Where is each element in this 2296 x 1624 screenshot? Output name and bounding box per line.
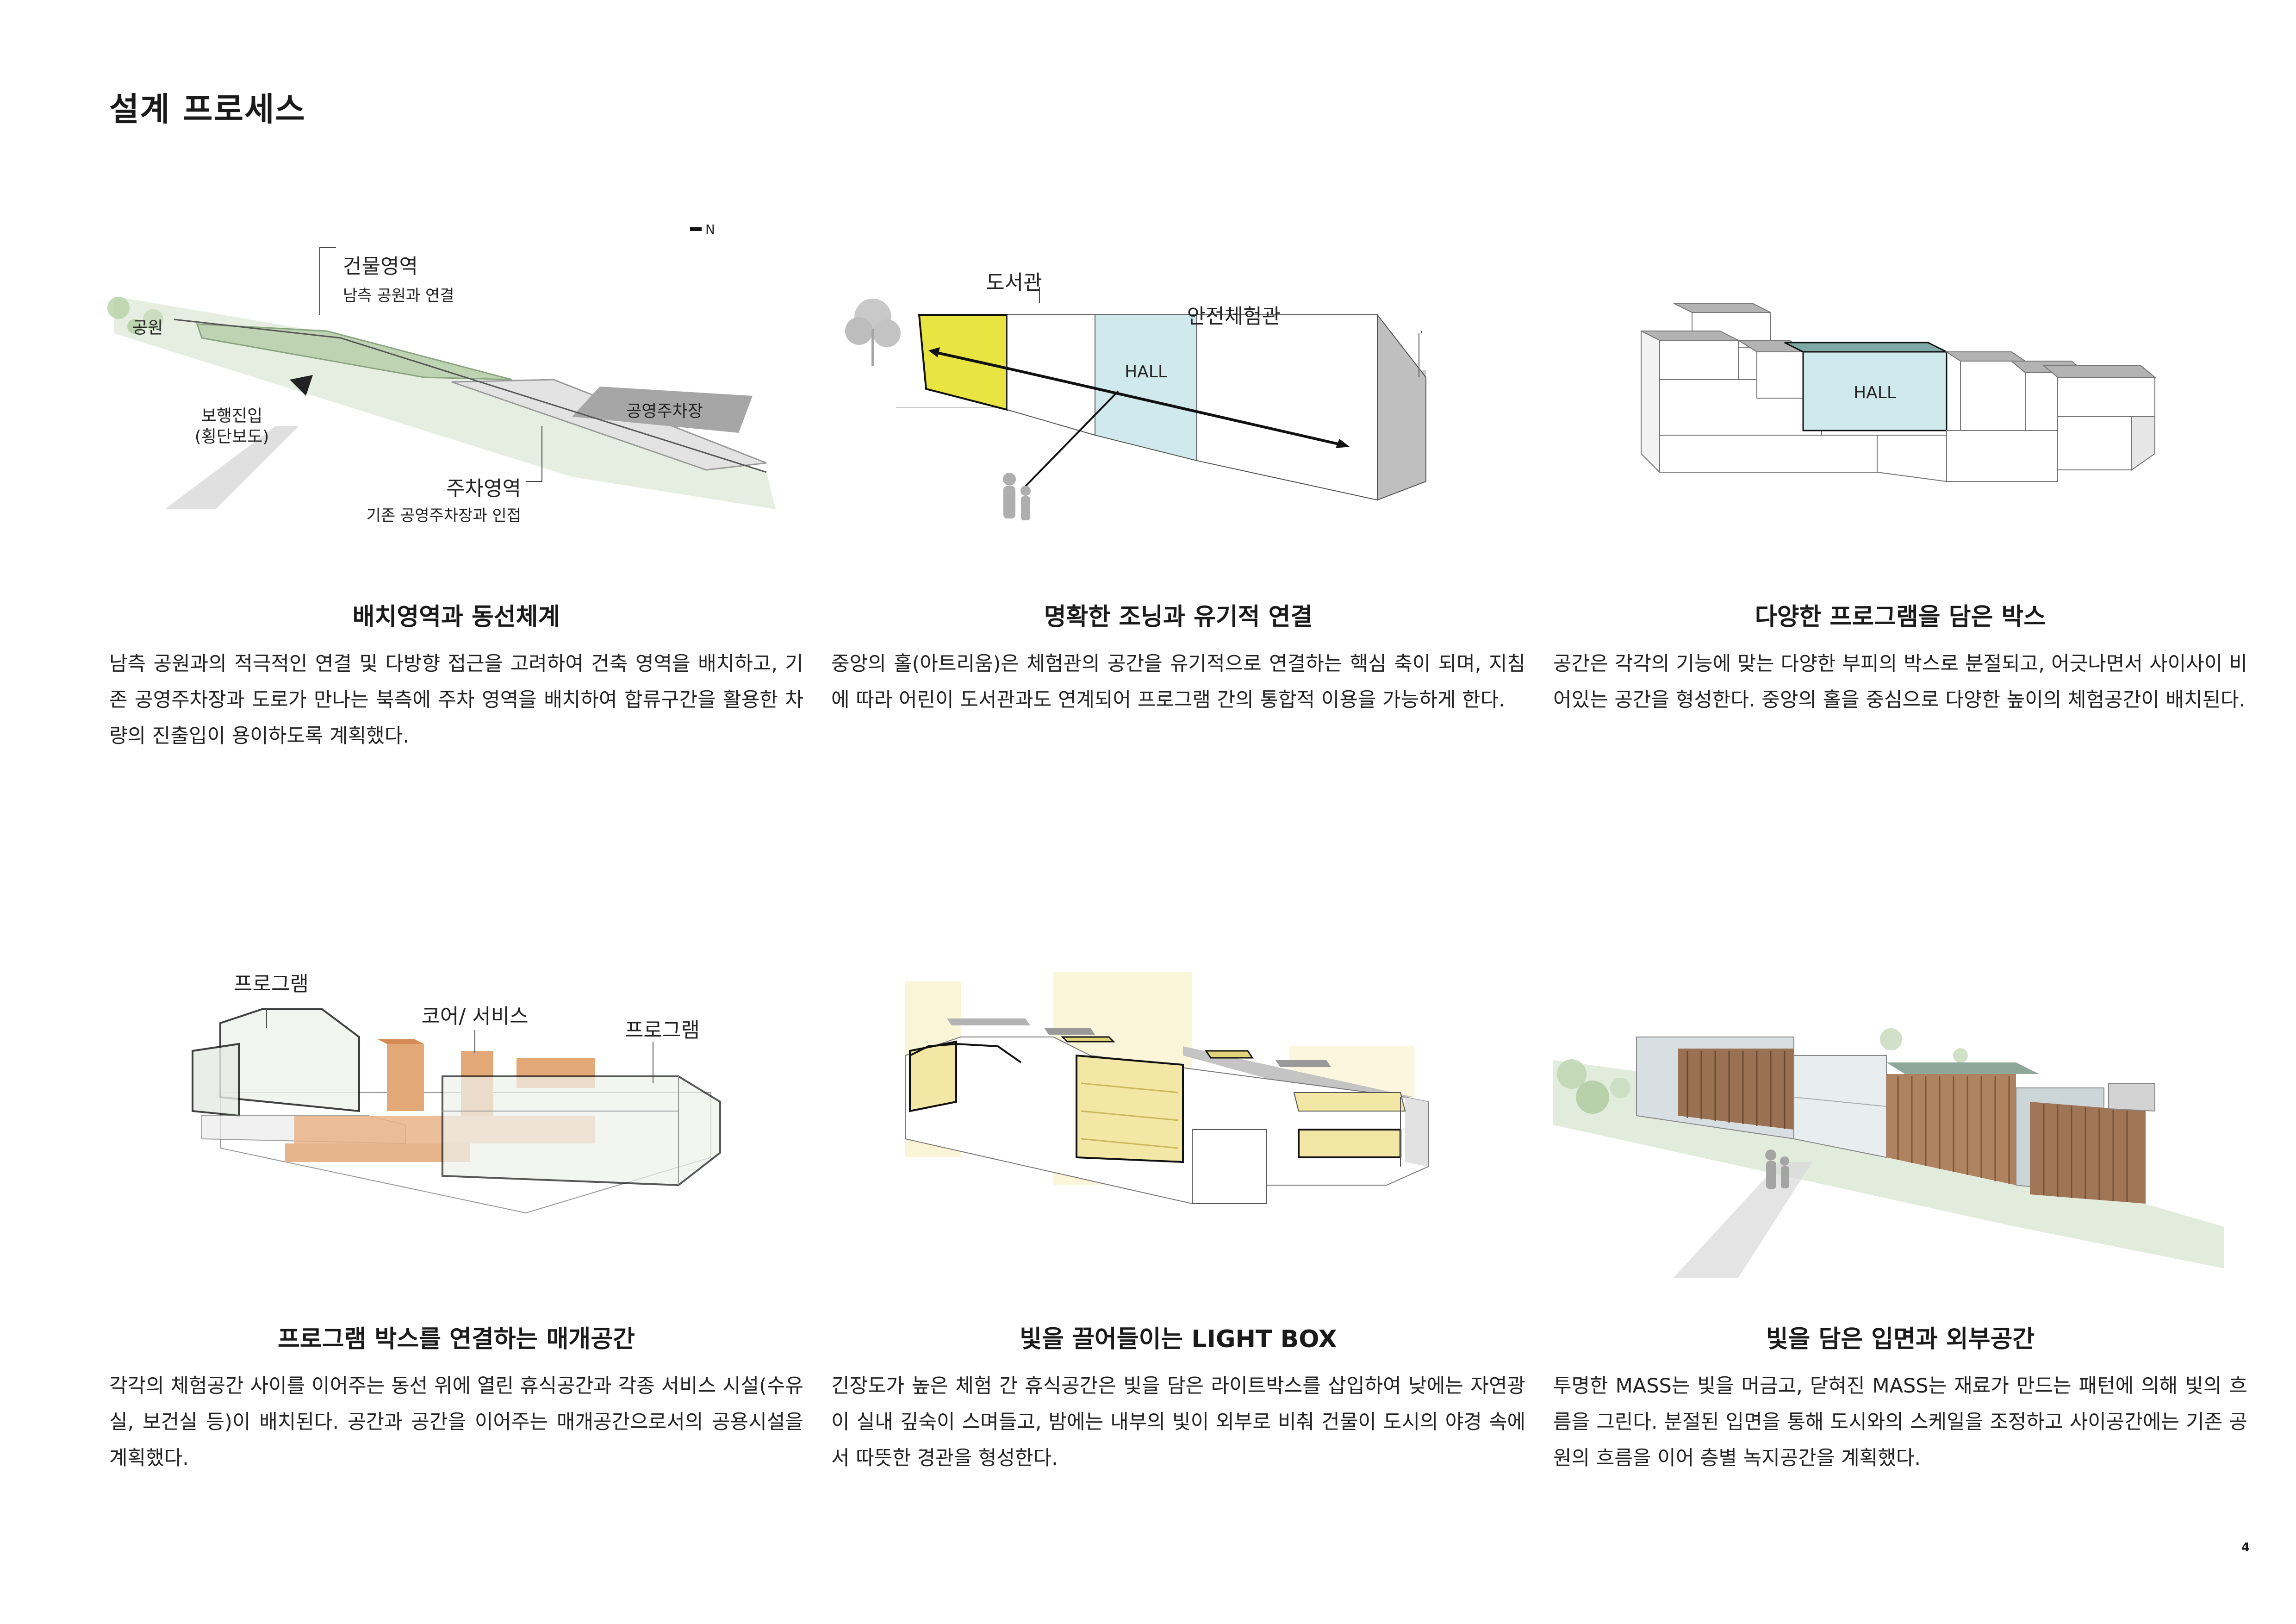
hall-volume — [1095, 314, 1197, 462]
safety-hall-label: 안전체험관 — [1187, 305, 1281, 328]
parking-area-sub-label: 기존 공영주차장과 인접 — [367, 506, 521, 525]
tree-icon — [1576, 1081, 1609, 1114]
intermediate-space-diagram: 프로그램 코어/ 서비스 프로그램 — [192, 972, 721, 1214]
panel-body: 투명한 MASS는 빛을 머금고, 닫혀진 MASS는 재료가 만드는 패턴에 … — [1553, 1374, 2247, 1470]
panel-body: 중앙의 홀(아트리움)은 체험관의 공간을 유기적으로 연결하는 핵심 축이 되… — [831, 652, 1525, 712]
site-zoning-diagram: N 건물영역 남측 공원과 연결 공원 보행진입 (횡단보도) 공영주차장 주차… — [107, 222, 776, 525]
light-box — [1205, 1050, 1254, 1059]
tree-icon — [143, 309, 163, 330]
facade-perspective — [1553, 1028, 2224, 1278]
core-volume — [387, 1044, 424, 1111]
panel-body: 각각의 체험공간 사이를 이어주는 동선 위에 열린 휴식공간과 각종 서비스 … — [109, 1374, 804, 1470]
building-area-label: 건물영역 — [343, 255, 418, 278]
crosswalk-label: (횡단보도) — [195, 427, 269, 446]
glass-facade — [1793, 1055, 1887, 1158]
arrow-left-icon — [928, 347, 940, 357]
tree-icon — [1557, 1059, 1587, 1089]
tree-icon — [1880, 1028, 1902, 1050]
panel-heading: 다양한 프로그램을 담은 박스 — [1755, 603, 2046, 631]
arrow-up-icon — [290, 375, 313, 396]
tree-icon — [1610, 1078, 1630, 1098]
panel-heading: 빛을 담은 입면과 외부공간 — [1766, 1325, 2035, 1353]
pedestrian-entry-label: 보행진입 — [201, 406, 262, 425]
tree-icon — [107, 297, 130, 319]
park-label: 공원 — [132, 319, 163, 337]
people-icon — [1003, 473, 1031, 520]
zoning-connection-diagram: 도서관 안전체험관 HALL — [845, 271, 1426, 520]
tree-icon — [127, 319, 142, 334]
light-box — [1076, 1054, 1184, 1163]
panel-heading: 빛을 끌어들이는 LIGHT BOX — [1020, 1325, 1337, 1353]
program-volume-left — [219, 1008, 360, 1112]
panel-heading: 배치영역과 동선체계 — [352, 603, 560, 631]
library-label: 도서관 — [986, 271, 1042, 294]
program-boxes-diagram: HALL — [1641, 303, 2156, 482]
panel-body: 긴장도가 높은 체험 간 휴식공간은 빛을 담은 라이트박스를 삽입하여 낮에는… — [831, 1374, 1525, 1470]
parking-area-label: 주차영역 — [446, 477, 521, 500]
public-parking-label: 공영주차장 — [626, 402, 703, 421]
program-label-left: 프로그램 — [234, 972, 309, 996]
panel-heading: 프로그램 박스를 연결하는 매개공간 — [278, 1325, 635, 1353]
library-volume — [918, 314, 1008, 411]
panel-heading: 명확한 조닝과 유기적 연결 — [1044, 603, 1313, 631]
wood-facade — [1886, 1074, 2016, 1185]
page-number: 4 — [2241, 1541, 2250, 1555]
page-title: 설계 프로세스 — [109, 90, 306, 128]
public-parking-shape — [572, 387, 753, 433]
core-service-label: 코어/ 서비스 — [421, 1005, 528, 1028]
building-area-sub-label: 남측 공원과 연결 — [343, 287, 454, 305]
people-icon — [1765, 1149, 1789, 1189]
north-label: N — [705, 222, 715, 237]
program-label-right: 프로그램 — [625, 1018, 700, 1042]
tree-icon — [1953, 1048, 1968, 1063]
light-box — [1298, 1129, 1401, 1158]
light-box-diagram — [905, 972, 1429, 1205]
wood-facade — [2030, 1102, 2146, 1204]
hall-label: HALL — [1125, 362, 1167, 381]
panel-body: 남측 공원과의 적극적인 연결 및 다방향 접근을 고려하여 건축 영역을 배치… — [109, 652, 803, 748]
tree-icon — [845, 299, 901, 366]
panel-body: 공간은 각각의 기능에 맞는 다양한 부피의 박스로 분절되고, 어긋나면서 사… — [1553, 652, 2247, 712]
hall-label: HALL — [1854, 383, 1896, 402]
arrow-right-icon — [1336, 439, 1350, 448]
wood-facade — [1678, 1049, 1794, 1130]
